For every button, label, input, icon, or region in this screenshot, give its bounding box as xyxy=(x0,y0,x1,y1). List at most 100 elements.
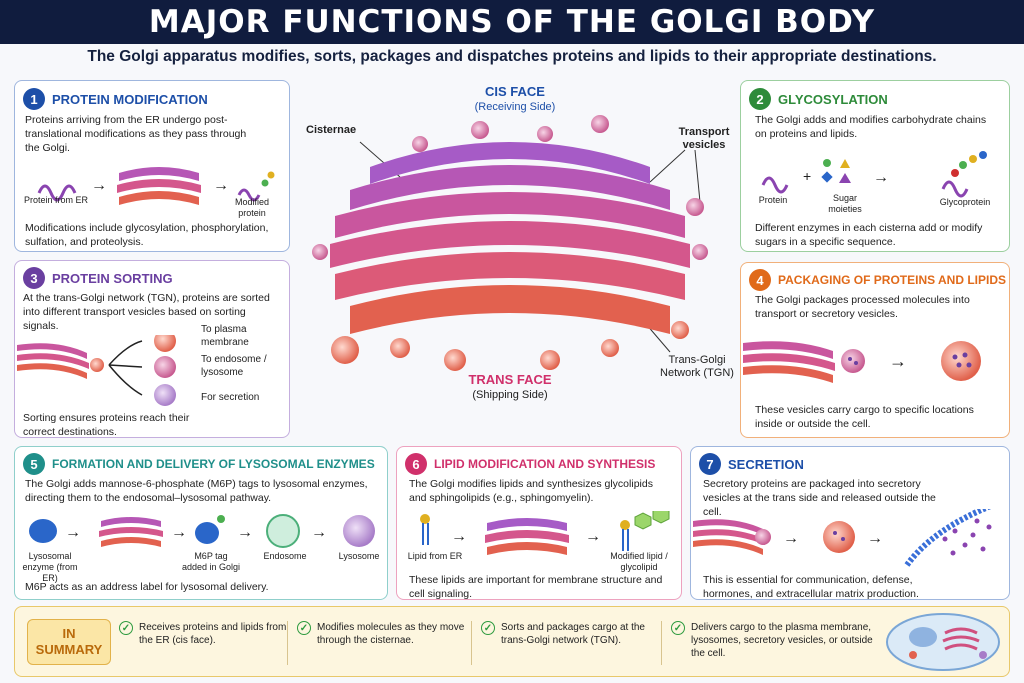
card2-title: 2 GLYCOSYLATION xyxy=(749,88,888,110)
page-subtitle: The Golgi apparatus modifies, sorts, pac… xyxy=(87,48,937,65)
card7-diagram: → → xyxy=(693,509,992,567)
svg-text:→: → xyxy=(237,524,253,541)
card6-text: The Golgi modifies lipids and synthesize… xyxy=(409,478,653,504)
card2-text: The Golgi adds and modifies carbohydrate… xyxy=(755,114,987,140)
card6-label1: Lipid from ER xyxy=(407,551,463,561)
card2-note: Different enzymes in each cisterna add o… xyxy=(755,222,983,248)
card1-note: Modifications include glycosylation, pho… xyxy=(25,222,269,248)
card6-heading: LIPID MODIFICATION AND SYNTHESIS xyxy=(434,457,656,471)
summary-divider xyxy=(287,621,288,665)
summary-item-3: ✓ Sorts and packages cargo at the trans-… xyxy=(481,621,657,647)
card1-text: Proteins arriving from the ER undergo po… xyxy=(25,114,247,154)
card3-heading: PROTEIN SORTING xyxy=(52,270,173,286)
summary-item-1: ✓ Receives proteins and lipids from the … xyxy=(119,621,289,647)
card3-note: Sorting ensures proteins reach their cor… xyxy=(23,412,190,438)
golgi-illustration xyxy=(312,115,708,371)
svg-text:→: → xyxy=(91,177,107,194)
card5-label3: Endosome xyxy=(263,551,307,561)
card2-glyco-label: Glycoprotein xyxy=(939,197,991,207)
summary-item-2-text: Modifies molecules as they move through … xyxy=(317,622,465,646)
card4-number: 4 xyxy=(749,269,771,291)
card-lipid-modification: 6 LIPID MODIFICATION AND SYNTHESIS The G… xyxy=(396,446,682,600)
svg-text:→: → xyxy=(171,524,187,541)
cis-face-sub: (Receiving Side) xyxy=(474,101,556,113)
svg-text:+: + xyxy=(803,168,811,184)
card5-heading: FORMATION AND DELIVERY OF LYSOSOMAL ENZY… xyxy=(52,457,375,471)
tgn-label: Trans-Golgi Network (TGN) xyxy=(660,354,734,379)
card2-heading: GLYCOSYLATION xyxy=(778,91,888,107)
card6-number: 6 xyxy=(405,453,427,475)
svg-text:→: → xyxy=(783,530,799,547)
card3-dest2: To endosome / lysosome xyxy=(201,354,267,378)
summary-item-2: ✓ Modifies molecules as they move throug… xyxy=(297,621,467,647)
card2-diagram: + → xyxy=(761,151,987,198)
summary-item-1-text: Receives proteins and lipids from the ER… xyxy=(139,622,287,646)
svg-text:→: → xyxy=(213,177,229,194)
cis-face-label: CIS FACE xyxy=(485,84,545,99)
card-packaging: 4 PACKAGING OF PROTEINS AND LIPIDS The G… xyxy=(740,262,1010,438)
card4-diagram: → xyxy=(743,341,981,383)
header-bar: MAJOR FUNCTIONS OF THE GOLGI BODY xyxy=(0,0,1024,44)
trans-face-sub: (Shipping Side) xyxy=(472,389,548,401)
card3-title: 3 PROTEIN SORTING xyxy=(23,267,173,289)
card3-dest3: For secretion xyxy=(201,392,260,403)
card2-protein-label: Protein xyxy=(758,195,788,205)
card4-title: 4 PACKAGING OF PROTEINS AND LIPIDS xyxy=(749,269,1006,291)
card5-label4: Lysosome xyxy=(338,551,380,561)
card3-number: 3 xyxy=(23,267,45,289)
card7-title: 7 SECRETION xyxy=(699,453,804,475)
card3-dest1: To plasma membrane xyxy=(201,324,249,348)
card5-diagram: → → → → xyxy=(29,514,375,548)
summary-divider xyxy=(661,621,662,665)
card1-diagram: → → xyxy=(37,167,275,205)
card3-diagram xyxy=(17,335,176,406)
svg-text:→: → xyxy=(873,169,889,186)
card5-note: M6P acts as an address label for lysosom… xyxy=(25,581,269,593)
transport-vesicles-label: Transport vesicles xyxy=(678,126,730,151)
card4-heading: PACKAGING OF PROTEINS AND LIPIDS xyxy=(778,273,1007,287)
summary-badge: IN SUMMARY xyxy=(27,619,111,665)
card6-diagram: → → xyxy=(420,511,670,555)
card7-heading: SECRETION xyxy=(728,456,804,472)
card7-number: 7 xyxy=(699,453,721,475)
svg-text:→: → xyxy=(65,524,81,541)
card1-number: 1 xyxy=(23,88,45,110)
card6-note: These lipids are important for membrane … xyxy=(409,574,663,600)
card5-label2: M6P tag added in Golgi xyxy=(181,551,241,572)
card5-text: The Golgi adds mannose-6-phosphate (M6P)… xyxy=(25,478,368,504)
card2-number: 2 xyxy=(749,88,771,110)
trans-face-label: TRANS FACE xyxy=(468,372,552,387)
summary-panel: IN SUMMARY ✓ Receives proteins and lipid… xyxy=(14,606,1010,677)
check-icon: ✓ xyxy=(119,621,133,635)
card1-heading: PROTEIN MODIFICATION xyxy=(52,91,208,107)
card3-text: At the trans-Golgi network (TGN), protei… xyxy=(23,292,270,332)
cell-illustration xyxy=(886,613,1000,671)
svg-text:→: → xyxy=(585,528,601,545)
card-glycosylation: 2 GLYCOSYLATION The Golgi adds and modif… xyxy=(740,80,1010,252)
svg-text:→: → xyxy=(889,351,907,371)
card-protein-modification: 1 PROTEIN MODIFICATION Proteins arriving… xyxy=(14,80,290,252)
check-icon: ✓ xyxy=(481,621,495,635)
card5-title: 5 FORMATION AND DELIVERY OF LYSOSOMAL EN… xyxy=(23,453,375,475)
card-secretion: 7 SECRETION Secretory proteins are packa… xyxy=(690,446,1010,600)
card2-sugar-label: Sugar moieties xyxy=(828,193,862,214)
svg-text:→: → xyxy=(451,528,467,545)
card-protein-sorting: 3 PROTEIN SORTING At the trans-Golgi net… xyxy=(14,260,290,438)
summary-item-4: ✓ Delivers cargo to the plasma membrane,… xyxy=(671,621,881,660)
summary-item-3-text: Sorts and packages cargo at the trans-Go… xyxy=(501,622,645,646)
summary-item-4-text: Delivers cargo to the plasma membrane, l… xyxy=(691,622,873,659)
card1-title: 1 PROTEIN MODIFICATION xyxy=(23,88,208,110)
card5-label1: Lysosomal enzyme (from ER) xyxy=(22,551,78,583)
card6-label2: Modified lipid / glycolipid xyxy=(610,551,668,572)
card5-number: 5 xyxy=(23,453,45,475)
svg-text:→: → xyxy=(867,530,883,547)
page-title: MAJOR FUNCTIONS OF THE GOLGI BODY xyxy=(148,4,876,40)
card6-title: 6 LIPID MODIFICATION AND SYNTHESIS xyxy=(405,453,655,475)
card7-text: Secretory proteins are packaged into sec… xyxy=(703,478,936,518)
svg-text:→: → xyxy=(311,524,327,541)
check-icon: ✓ xyxy=(297,621,311,635)
check-icon: ✓ xyxy=(671,621,685,635)
card4-text: The Golgi packages processed molecules i… xyxy=(755,294,970,320)
summary-divider xyxy=(471,621,472,665)
card-lysosomal-enzymes: 5 FORMATION AND DELIVERY OF LYSOSOMAL EN… xyxy=(14,446,388,600)
